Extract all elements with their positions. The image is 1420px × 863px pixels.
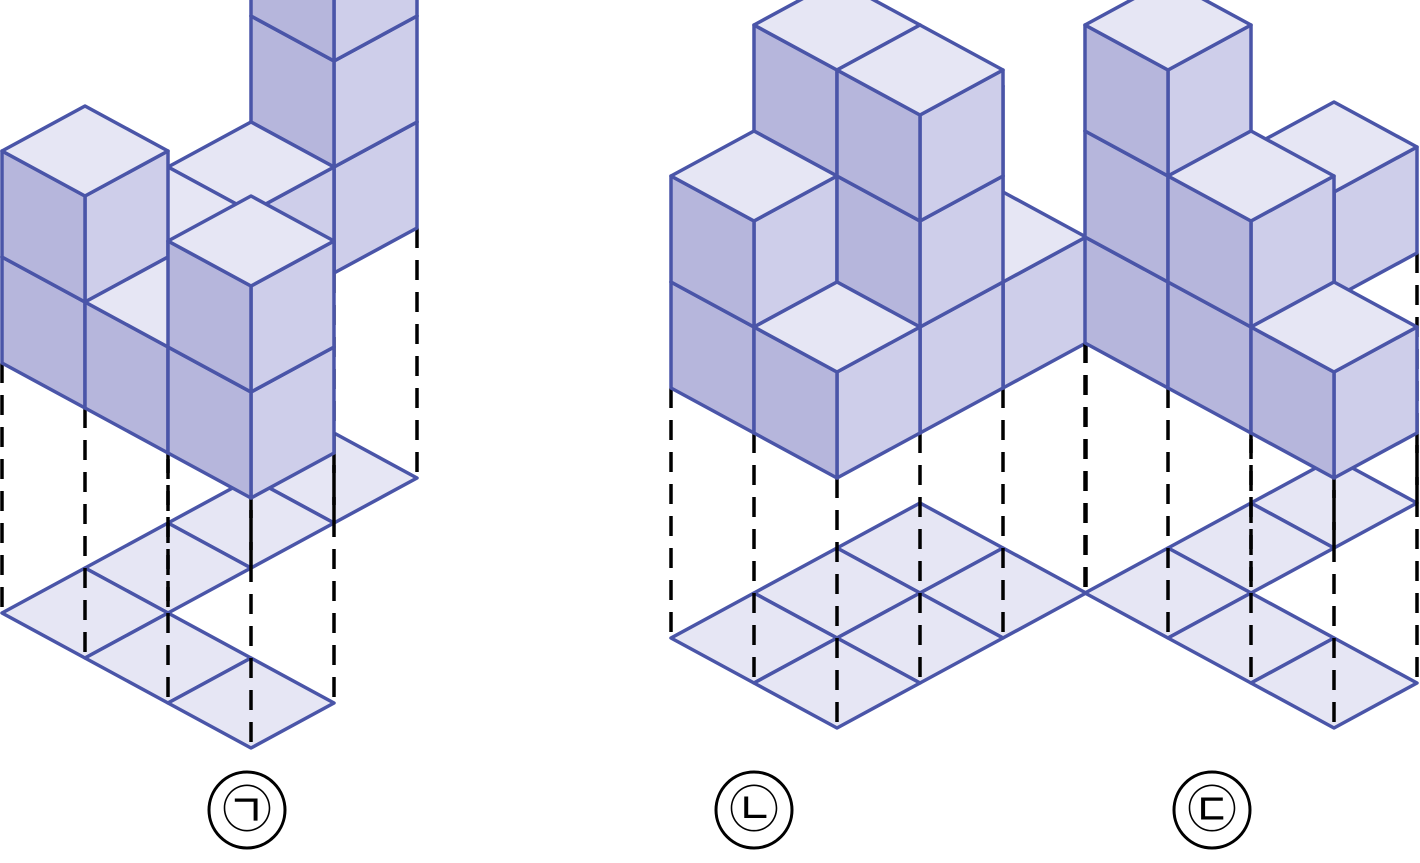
- cube-stack: [669, 0, 1088, 480]
- cube-stack: [1083, 0, 1419, 480]
- cube: [835, 23, 1005, 223]
- cube: [0, 104, 170, 304]
- label-nieun: ㉡: [714, 770, 794, 850]
- label-giyeok: ㉠: [207, 770, 287, 850]
- label-text: ㉡: [729, 781, 779, 839]
- figure-giyeok: [0, 0, 419, 750]
- floor-plan: [669, 501, 1088, 730]
- cube-top-face: [752, 280, 922, 374]
- cube-top-face: [835, 23, 1005, 117]
- cube: [166, 194, 336, 394]
- figure-digeut: [1083, 0, 1419, 730]
- cube: [1083, 0, 1253, 178]
- cube-top-face: [1166, 129, 1336, 223]
- cube: [249, 0, 419, 169]
- cube-top-face: [1249, 280, 1419, 374]
- cube: [249, 0, 419, 63]
- cube-top-face: [0, 104, 170, 198]
- label-digeut: ㉢: [1172, 770, 1252, 850]
- label-circle: [1172, 770, 1252, 850]
- cube: [835, 129, 1005, 329]
- cube-top-face: [166, 194, 336, 288]
- cube-right-face: [249, 0, 336, 63]
- cube: [1249, 280, 1419, 480]
- label-circle: [714, 770, 794, 850]
- label-text: ㉢: [1187, 781, 1237, 839]
- label-text: ㉠: [222, 781, 272, 839]
- cube-top-face: [1083, 0, 1253, 72]
- floor-plan: [0, 431, 419, 750]
- figure-nieun: [669, 0, 1088, 730]
- cube: [1166, 129, 1336, 329]
- cube-stack: [0, 0, 419, 500]
- cube-top-face: [669, 129, 839, 223]
- cube: [669, 129, 839, 329]
- label-circle: [207, 770, 287, 850]
- cube: [752, 280, 922, 480]
- cube-left-face: [332, 0, 419, 63]
